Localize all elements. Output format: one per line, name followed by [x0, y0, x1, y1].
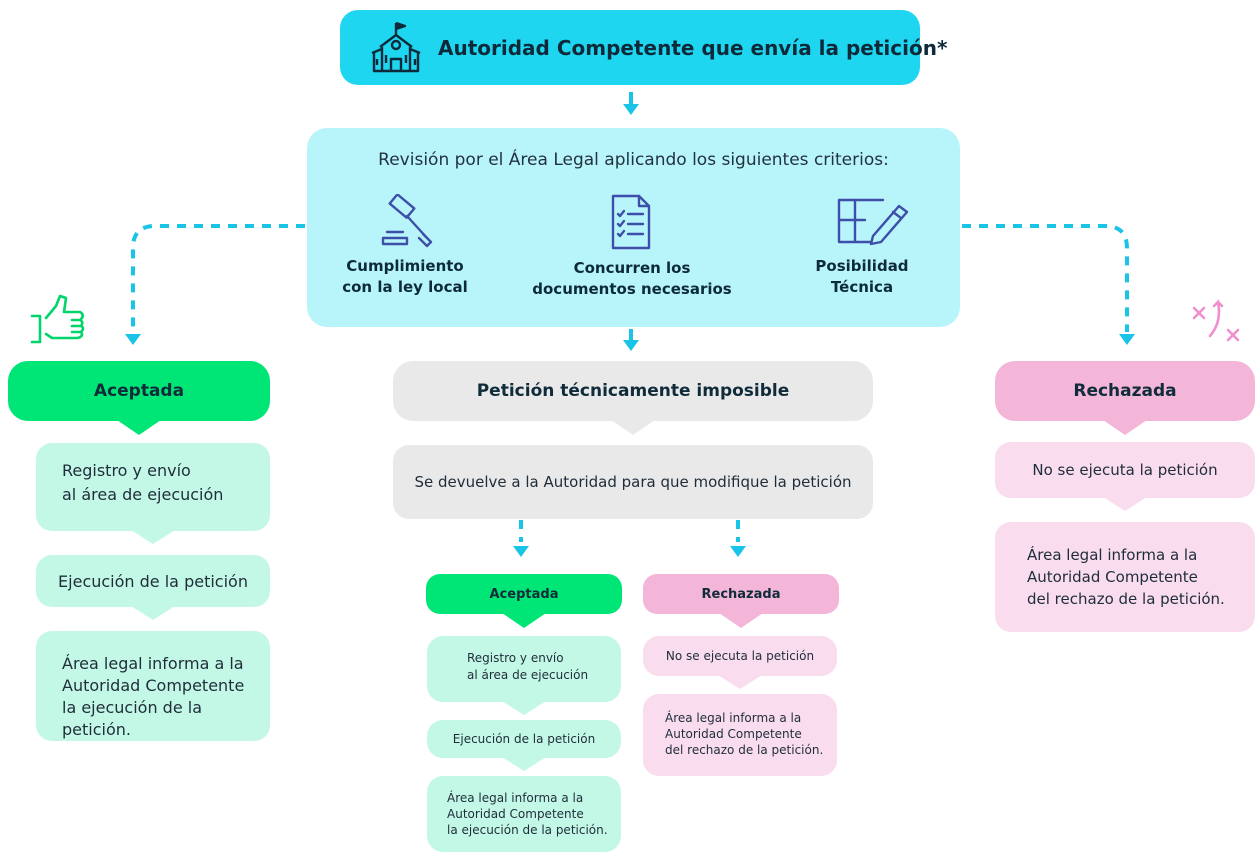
impossible-rejected-header: Rechazada [643, 574, 839, 628]
arrow-head [623, 340, 639, 351]
legal-review-title: Revisión por el Área Legal aplicando los… [378, 150, 889, 170]
cross-marks-icon [1192, 299, 1240, 342]
criterion-required-documents: Concurren los documentos necesarios [532, 259, 732, 298]
requesting-authority-box: Autoridad Competente que envía la petici… [340, 10, 947, 85]
impossible-accepted-step-register: Registro y envío al área de ejecución [427, 636, 621, 715]
impossible-rejected-step-not-executed: No se ejecuta la petición [643, 636, 837, 689]
arrow-head [730, 546, 746, 557]
accepted-step-register: Registro y envío al área de ejecución [36, 443, 270, 544]
gavel-icon [381, 194, 433, 248]
criterion-legal-compliance: Cumplimiento con la ley local [342, 257, 468, 296]
arrow-head [513, 546, 529, 557]
rejected-header: Rechazada [995, 361, 1255, 435]
accepted-step-inform: Área legal informa a la Autoridad Compet… [36, 631, 270, 741]
rejected-step-not-executed: No se ejecuta la petición [995, 442, 1255, 511]
arrow-head [125, 334, 141, 345]
impossible-rejected-step-inform: Área legal informa a la Autoridad Compet… [643, 694, 837, 776]
connector-to-rejected [962, 224, 1129, 332]
accepted-step-execute: Ejecución de la petición [36, 555, 270, 620]
impossible-step-return: Se devuelve a la Autoridad para que modi… [393, 445, 873, 519]
accepted-header: Aceptada [8, 361, 270, 435]
requesting-authority-title: Autoridad Competente que envía la petici… [438, 35, 948, 60]
criterion-technical-feasibility: Posibilidad Técnica [815, 257, 909, 296]
impossible-accepted-step-inform: Área legal informa a la Autoridad Compet… [427, 776, 621, 852]
impossible-accepted-header: Aceptada [426, 574, 622, 628]
technical-design-icon [837, 198, 909, 246]
arrow-head [623, 104, 639, 115]
legal-review-box: Revisión por el Área Legal aplicando los… [307, 128, 960, 327]
rejected-step-inform: Área legal informa a la Autoridad Compet… [995, 522, 1255, 632]
document-checklist-icon [611, 194, 651, 250]
thumbs-up-icon [30, 294, 85, 344]
impossible-accepted-step-execute: Ejecución de la petición [427, 720, 621, 771]
school-building-icon [371, 21, 421, 73]
impossible-header: Petición técnicamente imposible [393, 361, 873, 435]
connector-to-accepted [131, 224, 305, 332]
arrow-head [1119, 334, 1135, 345]
